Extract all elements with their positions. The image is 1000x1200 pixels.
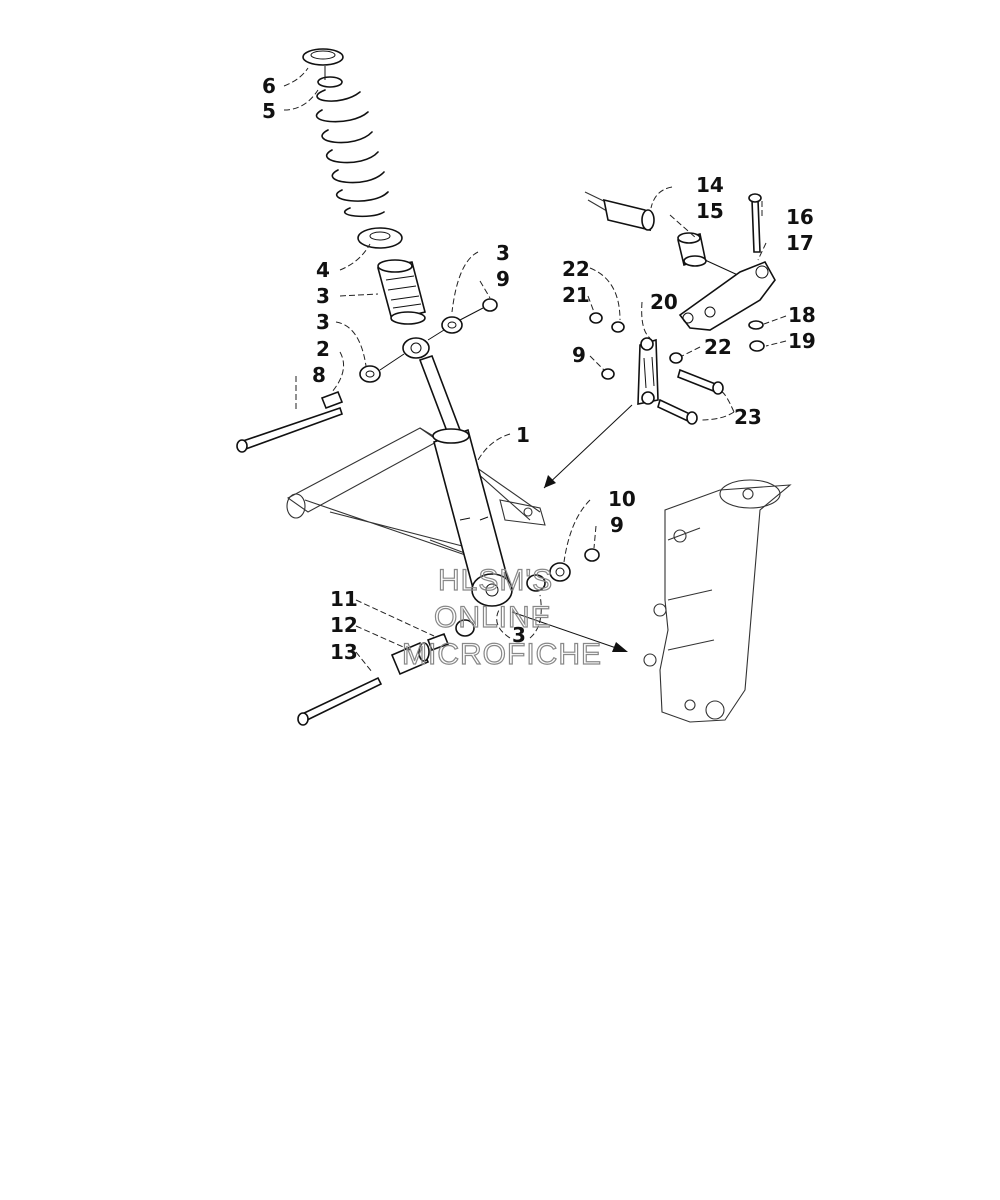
callout-4: 3 [316,284,330,308]
assembly-arrow-link [543,404,633,489]
upper-sleeve [320,390,344,410]
callout-numbers: 6 5 4 3 3 2 8 3 9 1 10 9 11 12 13 3 14 1… [262,74,816,664]
link-washer-b [669,352,683,364]
lower-bushing-right [526,574,546,592]
lower-bushing-left [455,619,475,637]
watermark: HLSM'S ONLINE MICROFICHE [401,563,602,671]
link-nut-b [601,368,615,380]
steering-arm [678,260,776,331]
a-arm-frame [286,427,546,561]
tie-rod-end [584,191,655,232]
callout-14: 14 [696,173,724,197]
callout-9-link: 9 [572,343,586,367]
callout-9-upper: 9 [496,267,510,291]
callout-19: 19 [788,329,816,353]
arm-nut [749,340,765,352]
lower-nut [584,548,600,562]
lower-bolt [297,676,383,726]
upper-nut [482,298,498,312]
callout-3-lower: 3 [512,623,526,647]
spring-retainer [302,48,344,66]
callout-7: 6 [262,74,276,98]
callout-21: 21 [562,283,590,307]
watermark-line-1: HLSM'S [438,564,553,597]
shock-absorber [402,337,513,607]
callout-20: 20 [650,290,678,314]
arm-washer [748,320,764,330]
upper-bolt [236,406,344,453]
callout-9-lower: 9 [610,513,624,537]
callout-17: 17 [786,231,814,255]
callout-8: 8 [312,363,326,387]
spindle-knuckle [643,479,792,723]
lower-washer [549,562,571,582]
leader-lines [283,67,787,673]
watermark-line-3: MICROFICHE [402,638,602,671]
callout-12: 12 [330,613,358,637]
callout-22-right: 22 [704,335,732,359]
link-bolt-upper [677,368,724,395]
bump-stop [377,259,426,325]
assembly-arrow-spindle [511,611,628,652]
callout-15: 15 [696,199,724,223]
spring-seat [357,227,403,249]
upper-bushing-right [441,316,463,334]
callout-5: 4 [316,258,330,282]
callout-3-upper-right: 3 [496,241,510,265]
callout-1: 1 [516,423,530,447]
callout-3-upper-left: 3 [316,310,330,334]
callout-2: 2 [316,337,330,361]
lower-sleeve [390,641,430,676]
callout-22-left: 22 [562,257,590,281]
callout-6: 5 [262,99,276,123]
callout-16: 16 [786,205,814,229]
lower-spacer [426,632,450,652]
watermark-line-2: ONLINE [434,601,552,634]
link-bolt-lower [657,398,698,425]
coil-spring [315,89,389,218]
callout-10: 10 [608,487,636,511]
callout-18: 18 [788,303,816,327]
link-plate [637,337,659,405]
callout-23: 23 [734,405,762,429]
boot [677,232,707,267]
callout-13: 13 [330,640,358,664]
callout-11: 11 [330,587,358,611]
upper-bushing-left [359,365,381,383]
arm-bolt [748,193,762,253]
link-washer-a [611,321,625,333]
link-nut-a [589,312,603,324]
